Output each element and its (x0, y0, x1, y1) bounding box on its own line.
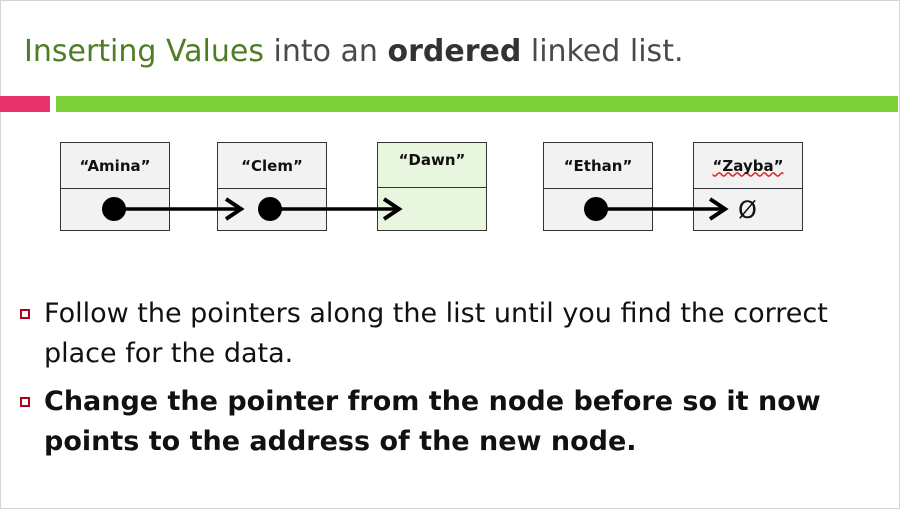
node-dawn-new: “Dawn” (377, 142, 487, 231)
node-label: “Amina” (61, 143, 169, 189)
bullet-text: Follow the pointers along the list until… (44, 298, 828, 369)
node-label: “Dawn” (378, 143, 486, 188)
node-amina: “Amina” (60, 142, 170, 231)
bullet-marker-icon (20, 309, 30, 319)
arrowhead-clem (382, 197, 403, 221)
title-highlight: Inserting Values (24, 34, 264, 69)
title-text-end: linked list. (521, 34, 684, 69)
bullet-text: Change the pointer from the node before … (44, 386, 821, 457)
arrowhead-ethan (708, 197, 729, 221)
node-label: “Zayba” (694, 143, 802, 189)
bullet-change-pointer: Change the pointer from the node before … (20, 382, 880, 462)
title-emphasis: ordered (387, 34, 522, 69)
node-label: “Ethan” (544, 143, 652, 189)
arrowhead-amina (224, 197, 245, 221)
accent-bar-pink (0, 96, 50, 112)
slide-title: Inserting Values into an ordered linked … (24, 34, 684, 69)
bullet-follow-pointers: Follow the pointers along the list until… (20, 294, 880, 374)
title-text: into an (264, 34, 388, 69)
accent-bar-green (56, 96, 898, 112)
bullet-marker-icon (20, 397, 30, 407)
node-pointer-field: Ø (694, 189, 802, 232)
node-label: “Clem” (218, 143, 326, 189)
node-label-text: “Zayba” (712, 156, 784, 175)
null-pointer-symbol: Ø (738, 196, 757, 224)
